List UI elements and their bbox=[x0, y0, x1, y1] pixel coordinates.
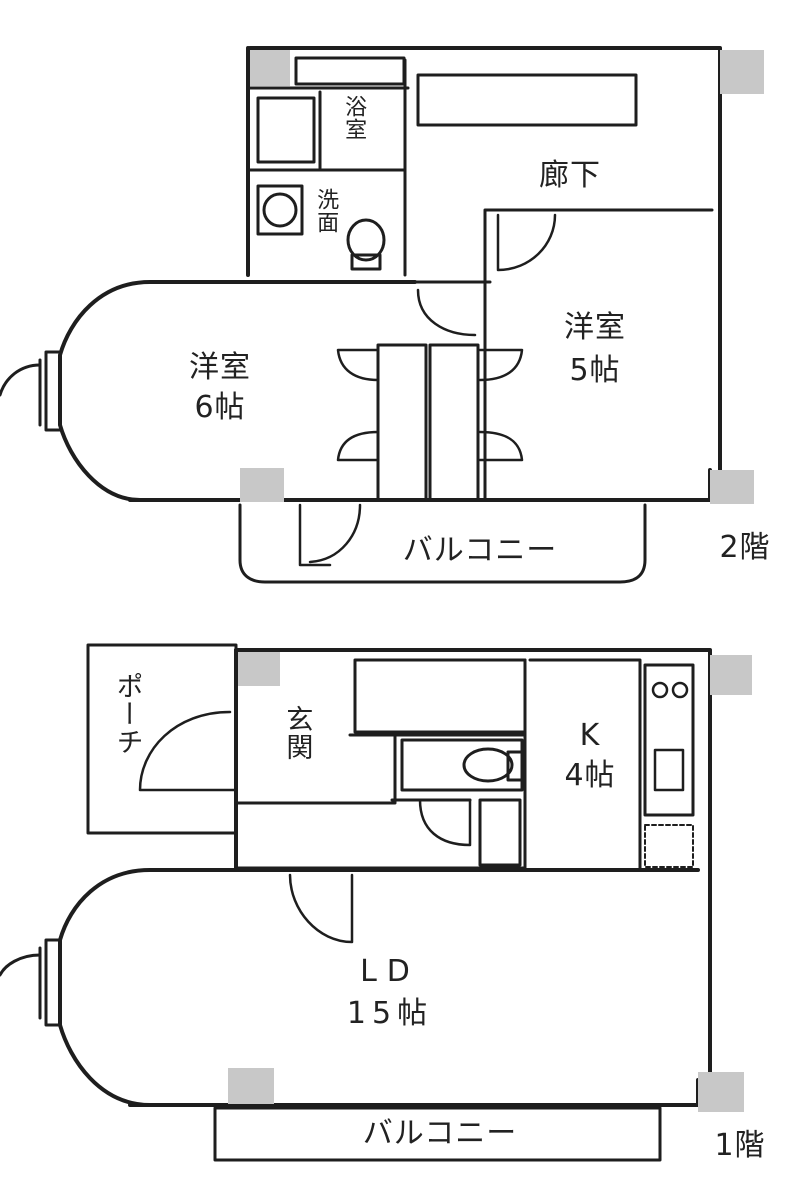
second-floor bbox=[0, 46, 722, 584]
ld-size: 15帖 bbox=[346, 996, 434, 1031]
storage-1f bbox=[478, 798, 522, 867]
column-2f-a bbox=[250, 50, 290, 86]
balcony-2f-label: バルコニー bbox=[402, 533, 558, 568]
toilet-2f bbox=[346, 218, 386, 262]
column-2f-d bbox=[710, 470, 754, 504]
closet-2f-a bbox=[376, 343, 428, 502]
bay-outside-arc-2f bbox=[0, 363, 42, 397]
stairs-2f bbox=[416, 73, 638, 127]
stairs-1f bbox=[353, 658, 527, 734]
bay-outside-arc-1f bbox=[0, 953, 42, 977]
bay-window-1f bbox=[38, 938, 62, 1027]
bathtub bbox=[256, 96, 316, 164]
balcony-2f-door bbox=[298, 503, 362, 567]
closet-door-left bbox=[336, 348, 380, 462]
column-1f-d bbox=[698, 1072, 744, 1112]
porch-door bbox=[138, 710, 238, 792]
first-floor bbox=[0, 643, 712, 1162]
bay-window-2f bbox=[38, 350, 62, 432]
kitchen-name: K bbox=[579, 718, 601, 753]
first-floor-shades bbox=[228, 652, 752, 1112]
floor-1-label: 1階 bbox=[714, 1128, 766, 1163]
bath-wash-walls bbox=[246, 58, 410, 277]
western-room-5-size: 5帖 bbox=[569, 353, 621, 388]
stove-burner-b bbox=[671, 681, 689, 699]
balcony-1f bbox=[213, 1106, 662, 1162]
kitchen-counter bbox=[643, 663, 695, 817]
stove-burner-a bbox=[651, 681, 669, 699]
wall-1f-top bbox=[234, 648, 712, 1082]
fridge-space bbox=[644, 824, 694, 868]
western-room-6-size: 6帖 bbox=[194, 390, 246, 425]
column-1f-c bbox=[228, 1068, 274, 1104]
washroom-fixture-box bbox=[256, 184, 304, 236]
partition-1f bbox=[234, 658, 642, 872]
column-2f-c bbox=[240, 468, 284, 502]
kitchen-size: 4帖 bbox=[564, 758, 616, 793]
door-ld bbox=[288, 873, 354, 944]
toilet-tank-1f bbox=[506, 750, 524, 782]
wash-basin bbox=[262, 192, 298, 228]
bay-wall-2f bbox=[58, 280, 417, 502]
bath-label: 浴室 bbox=[341, 95, 367, 141]
wall-2f-bottom bbox=[128, 468, 712, 502]
balcony-1f-label: バルコニー bbox=[362, 1116, 518, 1151]
column-2f-b bbox=[720, 50, 764, 94]
door-wc bbox=[418, 798, 472, 847]
western-room-6-name: 洋室 bbox=[189, 350, 251, 385]
door-arc-hall bbox=[496, 213, 557, 272]
column-1f-a bbox=[238, 652, 280, 686]
entrance-label: 玄関 bbox=[281, 705, 313, 761]
wc-1f bbox=[400, 738, 524, 792]
toilet-1f bbox=[462, 747, 514, 783]
balcony-2f bbox=[238, 503, 647, 584]
door-arc-room6 bbox=[416, 288, 477, 337]
closet-door-right bbox=[478, 348, 524, 462]
wall-2f-top bbox=[248, 46, 722, 472]
closet-2f-b bbox=[428, 343, 480, 502]
kitchen-sink bbox=[653, 748, 685, 792]
hallway-label: 廊下 bbox=[539, 158, 601, 193]
washroom-label: 洗面 bbox=[313, 188, 339, 234]
toilet-tank-2f bbox=[350, 253, 382, 271]
floor-2-label: 2階 bbox=[719, 530, 771, 565]
second-floor-shades bbox=[240, 50, 764, 504]
porch-label: ポーチ bbox=[111, 672, 143, 756]
bath-top-shelf bbox=[294, 56, 406, 86]
hall-room-partition bbox=[410, 208, 714, 502]
column-1f-b bbox=[710, 655, 752, 695]
wall-1f-bottom bbox=[128, 1078, 700, 1107]
western-room-5-name: 洋室 bbox=[564, 310, 626, 345]
ld-name: LD bbox=[360, 954, 420, 989]
